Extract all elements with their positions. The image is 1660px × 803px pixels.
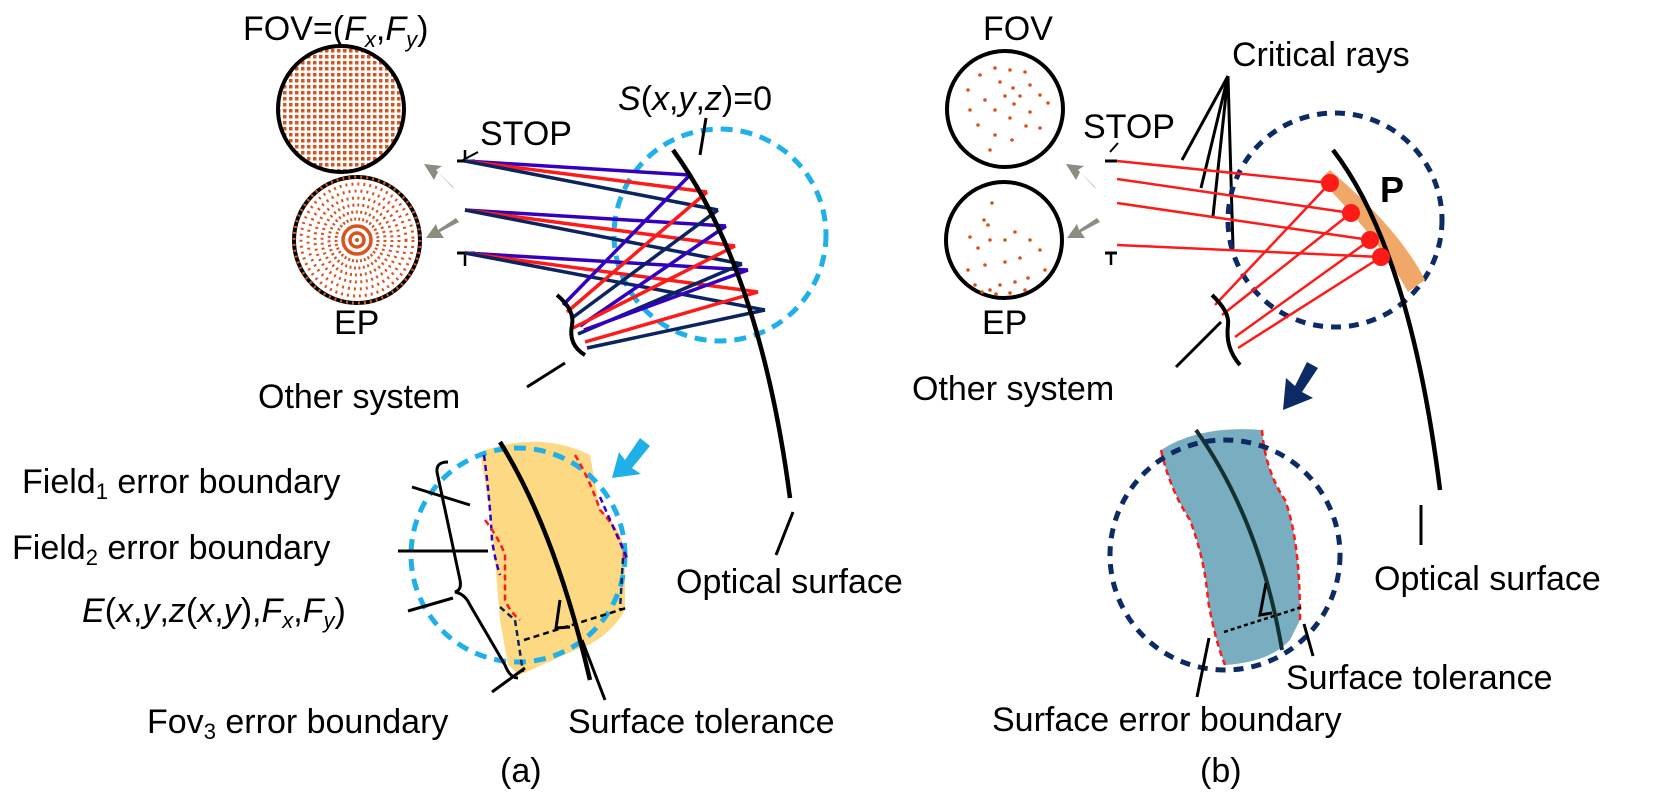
zoom-region-circle-b [1225, 110, 1445, 330]
surface-tolerance-label-a: Surface tolerance [568, 703, 835, 741]
other-system-element-b [1210, 293, 1242, 367]
surface-error-boundary-label: Surface error boundary [992, 701, 1342, 739]
ep-polar-sampling-icon [292, 175, 422, 305]
ep-label-b: EP [982, 304, 1027, 342]
optical-surface-a [671, 148, 793, 499]
ep-random-sampling-icon [944, 180, 1064, 300]
panel-a: FOV=(Fx,Fy) EP STO [12, 10, 903, 790]
intersection-points [1321, 174, 1390, 266]
fov-label-a: FOV=(Fx,Fy) [243, 10, 428, 52]
zoom-region-circle-a [611, 126, 829, 344]
optical-surface-label-b: Optical surface [1374, 560, 1601, 598]
arrow-to-fov-icon [424, 164, 455, 190]
fov-grid-sampling-icon [276, 44, 406, 174]
arrow-to-fov-icon-b [1066, 164, 1097, 190]
field1-label: Field1 error boundary [22, 463, 340, 504]
other-system-element-a [555, 293, 587, 357]
critical-region-highlight [1320, 170, 1425, 292]
optical-surface-label-a: Optical surface [676, 563, 903, 601]
zoom-arrow-icon-b [1283, 362, 1318, 410]
error-function-label: E(x,y,z(x,y),Fx,Fy) [82, 592, 346, 633]
stop-label-a: STOP [480, 115, 572, 153]
field2-label: Field2 error boundary [12, 529, 330, 570]
critical-rays-leaders [1180, 75, 1235, 249]
zoom-detail-b [1107, 428, 1343, 673]
panel-b: FOV EP ST [912, 10, 1601, 790]
surface-equation-label-a: S(x,y,z)=0 [618, 80, 772, 118]
critical-rays-label: Critical rays [1232, 36, 1410, 74]
arrow-to-ep-icon [426, 218, 459, 238]
surface-tolerance-label-b: Surface tolerance [1286, 659, 1553, 697]
ray-bundle-a [464, 159, 766, 350]
fov-label-b: FOV [983, 10, 1053, 48]
arrow-to-ep-icon-b [1067, 218, 1100, 238]
optical-surface-b [1331, 148, 1443, 491]
panel-a-caption: (a) [500, 752, 542, 790]
zoom-detail-a [408, 440, 630, 681]
boundary-bracket-a [435, 460, 519, 680]
fov3-label: Fov3 error boundary [147, 703, 448, 744]
fov-random-sampling-icon [945, 49, 1065, 169]
ep-label-a: EP [334, 304, 379, 342]
panel-b-caption: (b) [1200, 752, 1242, 790]
other-system-label-b: Other system [912, 370, 1114, 408]
stop-label-b: STOP [1083, 108, 1175, 146]
other-system-label-a: Other system [258, 378, 460, 416]
zoom-arrow-icon-a [612, 438, 650, 478]
point-p-label: P [1380, 169, 1404, 210]
critical-rays-b [1116, 159, 1382, 350]
